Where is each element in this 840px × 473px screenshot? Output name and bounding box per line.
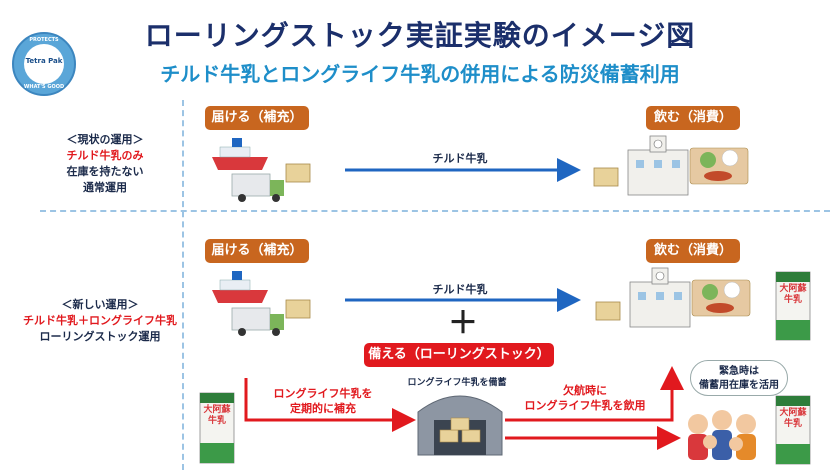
current-ship-icon [212, 138, 268, 170]
carton-brand: 大阿蘇 [203, 405, 231, 415]
replenish-line2: 定期的に補充 [290, 402, 356, 415]
current-school-icon [627, 135, 689, 196]
current-label-normal: 通常運用 [83, 181, 127, 194]
page-title: ローリングストック実証実験のイメージ図 [144, 19, 696, 52]
carton-product: 牛乳 [783, 419, 802, 429]
shortage-line2: ロングライフ牛乳を飲用 [524, 399, 646, 412]
logo-inner [24, 44, 64, 84]
emergency-bubble: 緊急時は 備蓄用在庫を活用 [690, 360, 788, 396]
current-milk-box-icon [285, 163, 311, 183]
logo-ring-top: PROTECTS [29, 37, 59, 43]
carton-brand: 大阿蘇 [779, 284, 807, 294]
current-label-no-stock: 在庫を持たない [66, 165, 144, 178]
new-truck-icon [231, 307, 284, 336]
carton-text-top-right: 大阿蘇 牛乳 [776, 284, 810, 306]
bubble-line1: 緊急時は [719, 366, 759, 377]
bubble-line2: 備蓄用在庫を活用 [699, 380, 779, 391]
stock-tag: 備える（ローリングストック） [364, 343, 554, 367]
shortage-line1: 欠航時に [563, 384, 607, 397]
new-ship-icon [212, 271, 268, 303]
vertical-divider [182, 100, 184, 470]
new-meal-tray-icon [691, 279, 751, 317]
shortage-label: 欠航時に ロングライフ牛乳を飲用 [510, 383, 660, 413]
family-icon [688, 410, 756, 460]
current-label-heading: ＜現状の運用＞ [66, 133, 144, 146]
current-row-label: ＜現状の運用＞ チルド牛乳のみ 在庫を持たない 通常運用 [40, 132, 170, 196]
new-milk-box-icon [285, 299, 311, 319]
replenish-arrow [244, 378, 416, 432]
horizontal-divider [40, 210, 830, 212]
carton-product: 牛乳 [783, 295, 802, 305]
current-delivered-box-icon [593, 167, 619, 187]
new-label-rolling: ローリングストック運用 [39, 330, 161, 343]
milk-carton-bottom-right [775, 395, 811, 465]
replenish-label: ロングライフ牛乳を 定期的に補充 [258, 386, 388, 416]
new-consume-tag: 飲む（消費） [646, 239, 740, 263]
current-truck-icon [231, 173, 284, 202]
new-label-heading: ＜新しい運用＞ [61, 298, 139, 311]
current-meal-tray-icon [689, 147, 749, 185]
warehouse-icon [417, 395, 503, 456]
current-arrow-label: チルド牛乳 [432, 152, 488, 165]
new-label-mixed: チルド牛乳＋ロングライフ牛乳 [23, 314, 177, 327]
current-label-chilled-only: チルド牛乳のみ [66, 149, 144, 162]
carton-product: 牛乳 [207, 416, 226, 426]
current-consume-tag: 飲む（消費） [646, 106, 740, 130]
carton-text-bottom-right: 大阿蘇 牛乳 [776, 408, 810, 430]
replenish-line1: ロングライフ牛乳を [273, 387, 373, 400]
warehouse-label: ロングライフ牛乳を備蓄 [407, 378, 507, 388]
new-arrow-label: チルド牛乳 [432, 283, 488, 296]
new-row-label: ＜新しい運用＞ チルド牛乳＋ロングライフ牛乳 ローリングストック運用 [20, 297, 180, 345]
current-deliver-tag: 届ける（補充） [205, 106, 309, 130]
milk-carton-bottom-left [199, 392, 235, 464]
milk-carton-top-right [775, 271, 811, 341]
carton-brand: 大阿蘇 [779, 408, 807, 418]
new-school-icon [629, 267, 691, 328]
logo-brand: Tetra Pak [25, 57, 63, 65]
logo-ring-bottom: WHAT'S GOOD [23, 84, 65, 90]
shortage-arrow-up [505, 366, 684, 422]
new-deliver-tag: 届ける（補充） [205, 239, 309, 263]
carton-text-bottom-left: 大阿蘇 牛乳 [200, 405, 234, 427]
page-subtitle: チルド牛乳とロングライフ牛乳の併用による防災備蓄利用 [160, 62, 680, 86]
tetra-pak-logo: PROTECTS Tetra Pak WHAT'S GOOD [12, 32, 76, 96]
new-delivered-box-icon [595, 301, 621, 321]
plus-sign: ＋ [448, 306, 478, 341]
